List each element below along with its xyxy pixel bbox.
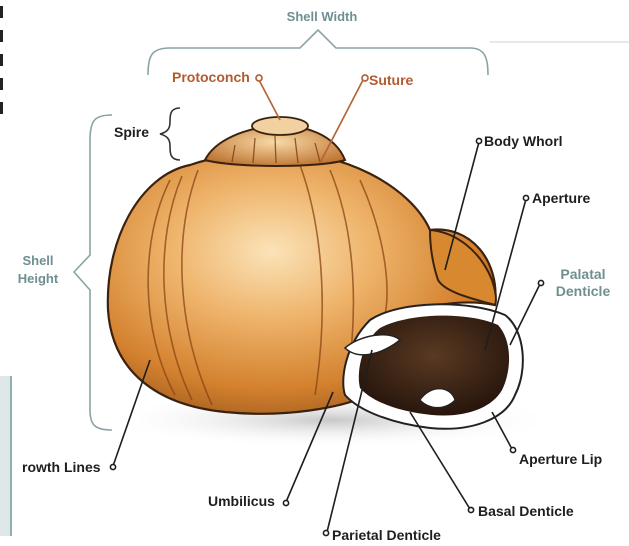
suture-label: Suture (369, 72, 413, 89)
palatal-denticle-label-line1: Palatal (548, 266, 618, 283)
parietal-denticle-label: Parietal Denticle (332, 527, 441, 544)
shell-width-label: Shell Width (262, 8, 382, 25)
spire-label: Spire (114, 124, 149, 141)
palatal-denticle-label-line2: Denticle (548, 283, 618, 300)
basal-denticle-label: Basal Denticle (478, 503, 574, 520)
aperture-lip-label: Aperture Lip (519, 451, 602, 468)
side-panel-edge (0, 376, 12, 536)
shell-height-label-line2: Height (10, 270, 66, 287)
growth-lines-label: rowth Lines (22, 459, 101, 476)
shell-height-label-line1: Shell (10, 252, 66, 269)
umbilicus-label: Umbilicus (208, 493, 275, 510)
left-edge-marks (0, 6, 3, 114)
aperture-label: Aperture (532, 190, 590, 207)
protoconch-label: Protoconch (172, 69, 250, 86)
body-whorl-label: Body Whorl (484, 133, 563, 150)
